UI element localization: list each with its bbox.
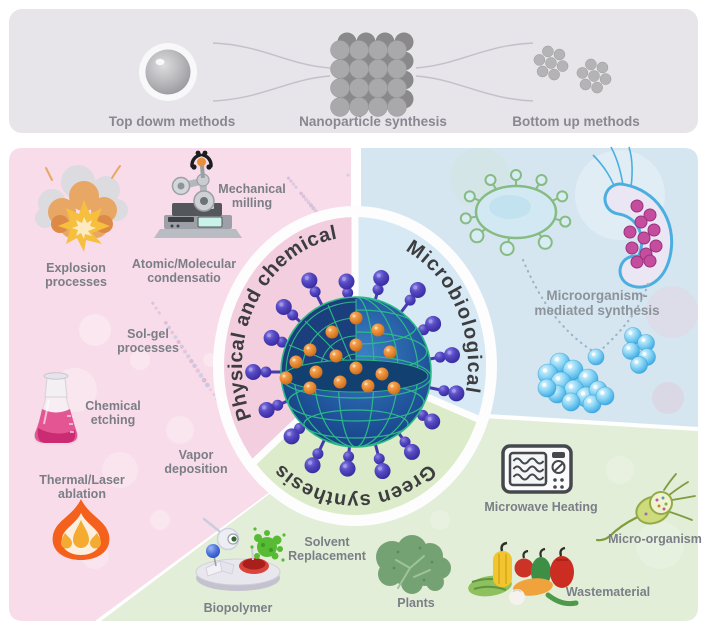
leaf-icon (376, 535, 451, 594)
microwave-label: Microwave Heating (484, 500, 597, 514)
blue-sphere-cluster-icon (537, 327, 656, 414)
ablation-label-line1: Thermal/Laser (39, 473, 125, 487)
nanoparticle-illustration (245, 269, 465, 480)
micro-organism-label: Micro-organism (608, 532, 702, 546)
robot-arm-icon (154, 150, 242, 238)
particle-clusters-icon (533, 45, 612, 94)
plants-label: Plants (397, 596, 435, 610)
bottom-up-label: Bottom up methods (512, 114, 640, 129)
funnel-lines (212, 42, 534, 102)
dotted-connector (521, 258, 650, 354)
explosion-label-line1: Explosion (46, 261, 106, 275)
lab-platter-icon (195, 517, 286, 591)
bacterium-icon (592, 146, 674, 289)
bacterium-nanoparticles (623, 199, 663, 269)
etching-label-line2: etching (91, 413, 135, 427)
gray-sphere-icon (139, 43, 197, 101)
orange-core-particles (279, 311, 401, 395)
ablation-label-line2: ablation (58, 487, 106, 501)
nanoparticle-synthesis-label: Nanoparticle synthesis (299, 114, 447, 129)
solgel-label-line2: processes (117, 341, 179, 355)
milling-label-line2: milling (232, 196, 272, 210)
atomic-label-line2: condensatio (147, 271, 221, 285)
green-microbe-icon (459, 169, 572, 256)
top-down-label: Top dowm methods (109, 114, 236, 129)
vapor-label-line2: deposition (164, 462, 227, 476)
flask-icon (33, 372, 79, 445)
explosion-label-line2: processes (45, 275, 107, 289)
solvent-label-line1: Solvent (304, 535, 350, 549)
etching-label-line1: Chemical (85, 399, 141, 413)
biopolymer-label: Biopolymer (204, 601, 273, 615)
solgel-label-line1: Sol-gel (127, 327, 169, 341)
milling-label-line1: Mechanical (218, 182, 285, 196)
explosion-icon (35, 165, 128, 252)
mediated-synthesis-line2: mediated synthesis (534, 303, 659, 318)
mediated-synthesis-line1: Microorganism- (546, 288, 647, 303)
microwave-oven-icon (501, 444, 573, 494)
flagellate-cell-icon (595, 473, 696, 542)
nanoparticle-cube-icon (330, 32, 414, 117)
atomic-label-line1: Atomic/Molecular (132, 257, 236, 271)
vegetables-icon (468, 541, 579, 607)
solvent-label-line2: Replacement (288, 549, 367, 563)
top-banner: Top dowm methods Nanoparticle synthesis … (9, 9, 698, 133)
flame-icon (52, 499, 110, 560)
waste-material-label: Wastematerial (566, 585, 650, 599)
vapor-label-line1: Vapor (179, 448, 214, 462)
